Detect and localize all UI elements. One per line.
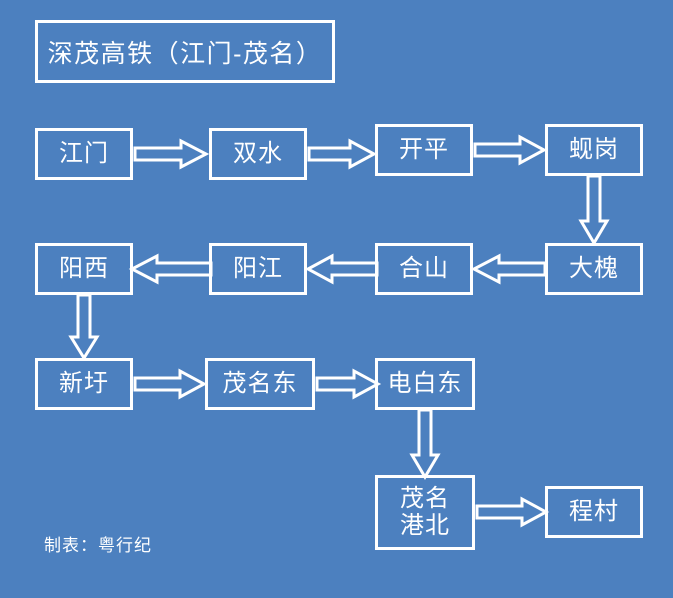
arrow-shuangshui-to-kaiping xyxy=(307,138,378,170)
station-box-chengcun[interactable]: 程村 xyxy=(545,486,643,538)
station-box-heshan[interactable]: 合山 xyxy=(375,243,473,295)
credit-text: 制表：粤行纪 xyxy=(44,536,152,555)
arrow-yangxi-to-xinxu xyxy=(68,293,100,361)
station-box-xinxu[interactable]: 新圩 xyxy=(35,358,133,410)
station-box-maomingdong[interactable]: 茂名东 xyxy=(205,358,315,410)
station-label: 阳西 xyxy=(59,254,109,282)
arrow-yangjiang-to-yangxi xyxy=(128,253,213,285)
station-label: 电白东 xyxy=(387,369,463,397)
station-box-xiangang[interactable]: 蚬岗 xyxy=(545,124,643,176)
station-label: 开平 xyxy=(399,135,449,163)
station-label: 大槐 xyxy=(569,254,619,282)
station-box-dahuai[interactable]: 大槐 xyxy=(545,243,643,295)
station-box-yangxi[interactable]: 阳西 xyxy=(35,243,133,295)
station-label: 阳江 xyxy=(233,254,283,282)
station-label: 江门 xyxy=(59,139,109,167)
station-label: 蚬岗 xyxy=(569,135,619,163)
station-label-line2: 港北 xyxy=(400,511,450,539)
station-box-kaiping[interactable]: 开平 xyxy=(375,124,473,176)
station-label: 程村 xyxy=(569,497,619,525)
arrow-xiangang-to-dahuai xyxy=(578,174,610,246)
station-box-yangjiang[interactable]: 阳江 xyxy=(209,243,307,295)
station-box-maominggangbei[interactable]: 茂名 港北 xyxy=(375,475,475,550)
station-label: 新圩 xyxy=(59,369,109,397)
arrow-heshan-to-yangjiang xyxy=(304,253,379,285)
arrow-maominggangbei-to-chengcun xyxy=(475,496,550,528)
arrow-dianbaidong-to-maominggangbei xyxy=(409,408,441,480)
station-label-line1: 茂名 xyxy=(400,484,450,512)
arrow-xinxu-to-maomingdong xyxy=(133,368,208,400)
arrow-maomingdong-to-dianbaidong xyxy=(315,368,382,400)
arrow-jiangmen-to-shuangshui xyxy=(133,138,210,170)
station-label: 茂名东 xyxy=(222,369,298,397)
station-label: 合山 xyxy=(399,254,449,282)
station-box-shuangshui[interactable]: 双水 xyxy=(209,128,307,180)
station-box-dianbaidong[interactable]: 电白东 xyxy=(375,358,475,410)
station-label: 双水 xyxy=(233,139,283,167)
diagram-title-box: 深茂高铁（江门-茂名） xyxy=(35,20,335,83)
page-title: 深茂高铁（江门-茂名） xyxy=(47,39,323,68)
arrow-dahuai-to-heshan xyxy=(470,253,547,285)
station-box-jiangmen[interactable]: 江门 xyxy=(35,128,133,180)
arrow-kaiping-to-xiangang xyxy=(473,134,548,166)
